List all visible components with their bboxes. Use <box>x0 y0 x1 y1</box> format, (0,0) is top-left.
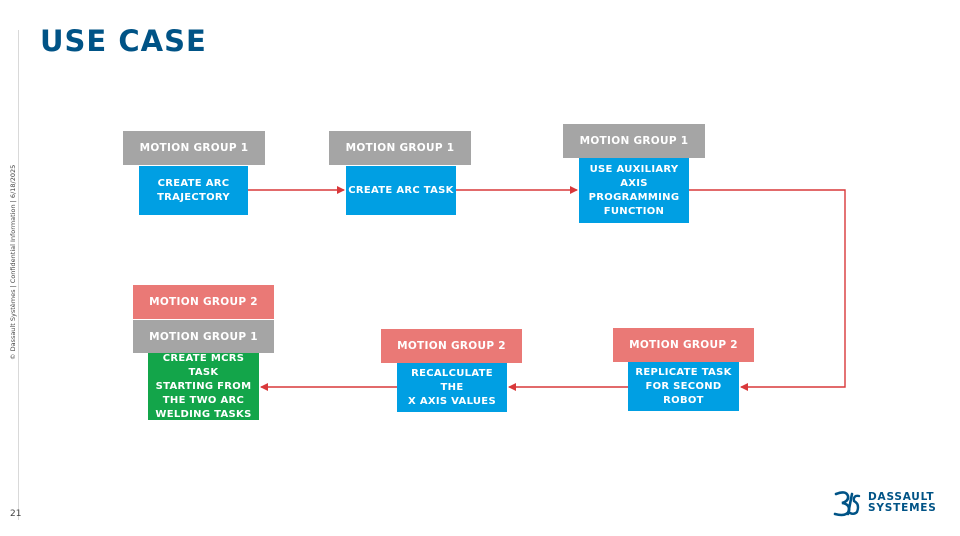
page-title: USE CASE <box>40 24 207 58</box>
step-use-auxiliary-axis: USE AUXILIARY AXIS PROGRAMMING FUNCTION <box>579 158 689 223</box>
step-recalculate-x-axis: RECALCULATE THE X AXIS VALUES <box>397 363 507 412</box>
step-create-arc-task: CREATE ARC TASK <box>346 166 456 215</box>
step-create-arc-trajectory: CREATE ARC TRAJECTORY <box>139 166 248 215</box>
motion-group-1-label: MOTION GROUP 1 <box>123 131 265 165</box>
logo-text-line2: SYSTEMES <box>868 502 937 514</box>
page-number: 21 <box>10 509 22 519</box>
step-replicate-task: REPLICATE TASK FOR SECOND ROBOT <box>628 362 739 411</box>
dassault-systemes-logo: DASSAULT SYSTEMES <box>832 488 937 518</box>
step-create-mcrs-task: CREATE MCRS TASK STARTING FROM THE TWO A… <box>148 353 259 420</box>
motion-group-1-label: MOTION GROUP 1 <box>133 320 274 353</box>
logo-text-line1: DASSAULT <box>868 491 935 503</box>
arrow-c-to-d <box>689 189 846 391</box>
side-divider <box>18 30 19 520</box>
motion-group-1-label: MOTION GROUP 1 <box>563 124 705 158</box>
motion-group-2-label: MOTION GROUP 2 <box>613 328 754 362</box>
motion-group-2-label: MOTION GROUP 2 <box>381 329 522 363</box>
motion-group-2-label: MOTION GROUP 2 <box>133 285 274 319</box>
motion-group-1-label: MOTION GROUP 1 <box>329 131 471 165</box>
3ds-logo-icon <box>833 491 861 517</box>
